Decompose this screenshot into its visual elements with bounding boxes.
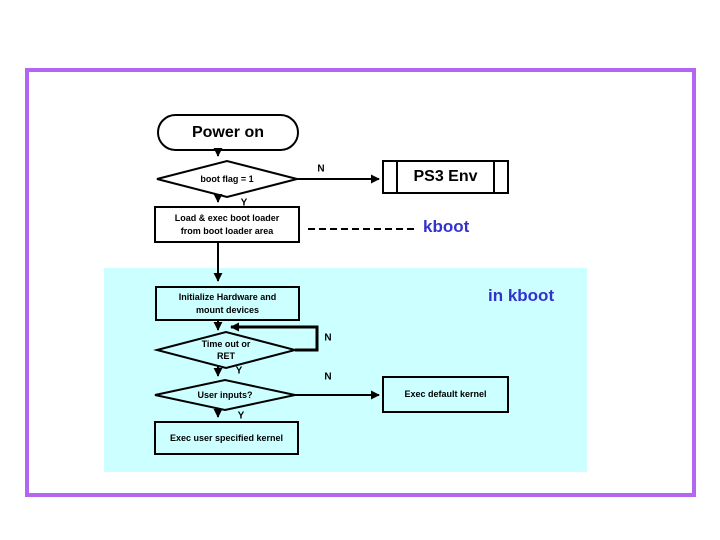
user-inputs-no-label: N xyxy=(324,371,332,383)
boot-flag-text: boot flag = 1 xyxy=(200,173,254,184)
load-boot-loader-process xyxy=(154,206,300,243)
time-out-line1: Time out or xyxy=(201,338,251,349)
time-out-yes-label: Y xyxy=(235,365,243,377)
power-on-text: Power on xyxy=(191,123,264,141)
init-hardware-label: Initialize Hardware and mount devices xyxy=(156,287,299,320)
boot-flag-label: boot flag = 1 xyxy=(157,161,297,197)
ps3-env-label: PS3 Env xyxy=(397,161,494,193)
power-on-terminator xyxy=(157,114,299,151)
ps3-env-predefined-process xyxy=(382,160,509,194)
init-hardware-process xyxy=(155,286,300,321)
power-on-label: Power on xyxy=(158,115,298,150)
arrow-timeout-no-loopback xyxy=(230,322,319,352)
exec-user-kernel-text: Exec user specified kernel xyxy=(169,432,284,443)
load-boot-loader-line1: Load & exec boot loader xyxy=(174,213,280,224)
boot-flag-yes-label: Y xyxy=(240,197,248,209)
exec-default-kernel-label: Exec default kernel xyxy=(383,377,508,412)
slide-frame-border xyxy=(25,68,696,497)
user-inputs-yes-label: Y xyxy=(237,410,245,422)
exec-user-kernel-label: Exec user specified kernel xyxy=(155,422,298,454)
in-kboot-region xyxy=(104,268,587,472)
user-inputs-text: User inputs? xyxy=(197,389,253,400)
load-boot-loader-label: Load & exec boot loader from boot loader… xyxy=(155,207,299,242)
exec-user-kernel-process xyxy=(154,421,299,455)
time-out-no-label: N xyxy=(324,332,332,344)
init-hardware-line1: Initialize Hardware and xyxy=(178,292,277,303)
kboot-annotation: kboot xyxy=(423,217,470,236)
time-out-label: Time out or RET xyxy=(157,332,295,368)
time-out-line2: RET xyxy=(217,351,235,361)
load-boot-loader-line2: from boot loader area xyxy=(180,225,274,236)
exec-default-kernel-process xyxy=(382,376,509,413)
user-inputs-label: User inputs? xyxy=(155,380,295,410)
in-kboot-annotation: in kboot xyxy=(488,286,555,305)
boot-flag-no-label: N xyxy=(317,163,325,175)
exec-default-kernel-text: Exec default kernel xyxy=(404,389,487,400)
init-hardware-line2: mount devices xyxy=(195,304,260,315)
ps3-env-text: PS3 Env xyxy=(413,168,478,186)
